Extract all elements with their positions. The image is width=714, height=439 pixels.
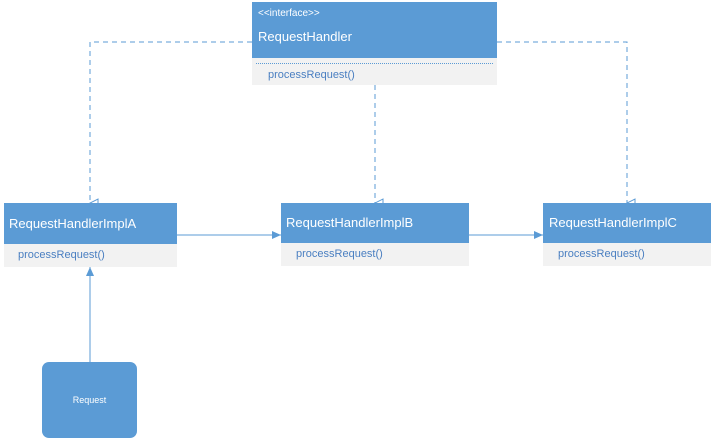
class-a-methods: processRequest() bbox=[4, 244, 177, 267]
class-b-header: RequestHandlerImplB bbox=[281, 203, 469, 243]
interface-methods: processRequest() bbox=[252, 58, 497, 85]
interface-divider bbox=[256, 63, 493, 64]
class-c-name: RequestHandlerImplC bbox=[549, 215, 677, 230]
request-label: Request bbox=[72, 395, 107, 405]
interface-request-handler[interactable]: <<interface>> RequestHandler processRequ… bbox=[252, 2, 497, 85]
class-b-name: RequestHandlerImplB bbox=[286, 215, 414, 230]
class-a-name: RequestHandlerImplA bbox=[9, 216, 137, 231]
interface-method: processRequest() bbox=[268, 69, 355, 81]
interface-stereotype: <<interface>> bbox=[258, 8, 320, 19]
class-b-methods: processRequest() bbox=[281, 243, 469, 266]
class-a-method: processRequest() bbox=[18, 249, 105, 261]
request-client-node[interactable]: Request bbox=[42, 362, 137, 438]
interface-header: <<interface>> RequestHandler bbox=[252, 2, 497, 58]
class-b-method: processRequest() bbox=[296, 248, 383, 260]
class-c-methods: processRequest() bbox=[543, 243, 711, 266]
class-a-header: RequestHandlerImplA bbox=[4, 203, 177, 244]
class-request-handler-impl-a[interactable]: RequestHandlerImplA processRequest() bbox=[4, 203, 177, 267]
class-request-handler-impl-b[interactable]: RequestHandlerImplB processRequest() bbox=[281, 203, 469, 266]
class-c-header: RequestHandlerImplC bbox=[543, 203, 711, 243]
interface-name: RequestHandler bbox=[258, 29, 352, 44]
class-c-method: processRequest() bbox=[558, 248, 645, 260]
class-request-handler-impl-c[interactable]: RequestHandlerImplC processRequest() bbox=[543, 203, 711, 266]
realization-edge-c bbox=[497, 41, 627, 203]
realization-edge-a bbox=[90, 41, 252, 203]
